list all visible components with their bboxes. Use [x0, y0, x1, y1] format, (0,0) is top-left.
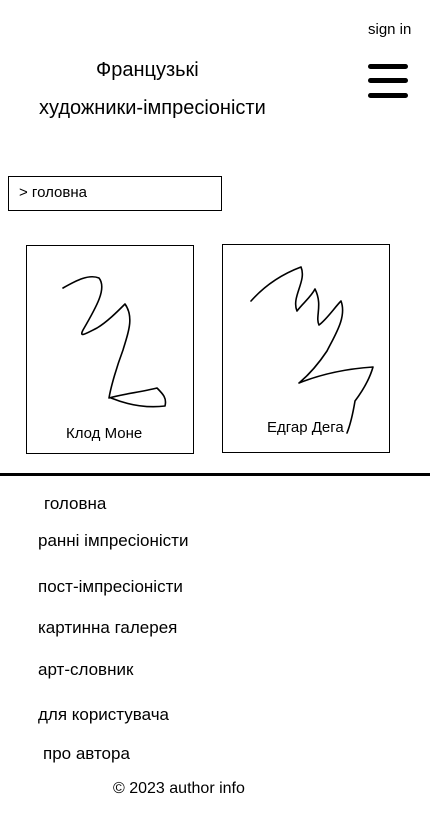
nav-item-art-dictionary[interactable]: арт-словник	[38, 660, 134, 679]
breadcrumb-text: > головна	[19, 184, 87, 201]
nav-item-for-users[interactable]: для користувача	[38, 705, 170, 724]
page-title-line-2: художники-імпресіоністи	[39, 97, 266, 119]
breadcrumb[interactable]: > головна	[8, 176, 222, 211]
artist-card-caption: Едгар Дега	[267, 419, 344, 436]
nav-item-home[interactable]: головна	[44, 494, 107, 513]
menu-bar	[368, 93, 408, 98]
scribble-placeholder-image	[250, 266, 374, 434]
artist-card-degas[interactable]: Едгар Дега	[222, 244, 390, 453]
nav-item-post-impressionists[interactable]: пост-імпресіоністи	[38, 577, 183, 596]
hamburger-menu-icon[interactable]	[368, 64, 408, 100]
nav-item-about-author[interactable]: про автора	[43, 744, 130, 763]
nav-item-early-impressionists[interactable]: ранні імпресіоністи	[38, 531, 189, 550]
sign-in-link[interactable]: sign in	[368, 21, 412, 38]
artist-card-monet[interactable]: Клод Моне	[26, 245, 194, 454]
menu-bar	[368, 64, 408, 69]
nav-item-gallery[interactable]: картинна галерея	[38, 618, 178, 637]
menu-bar	[368, 78, 408, 83]
scribble-placeholder-image	[62, 275, 167, 408]
artist-card-caption: Клод Моне	[66, 425, 143, 442]
page-title-line-1: Французькі	[96, 59, 199, 81]
section-divider	[0, 473, 430, 476]
footer-author-info: © 2023 author info	[113, 780, 245, 797]
